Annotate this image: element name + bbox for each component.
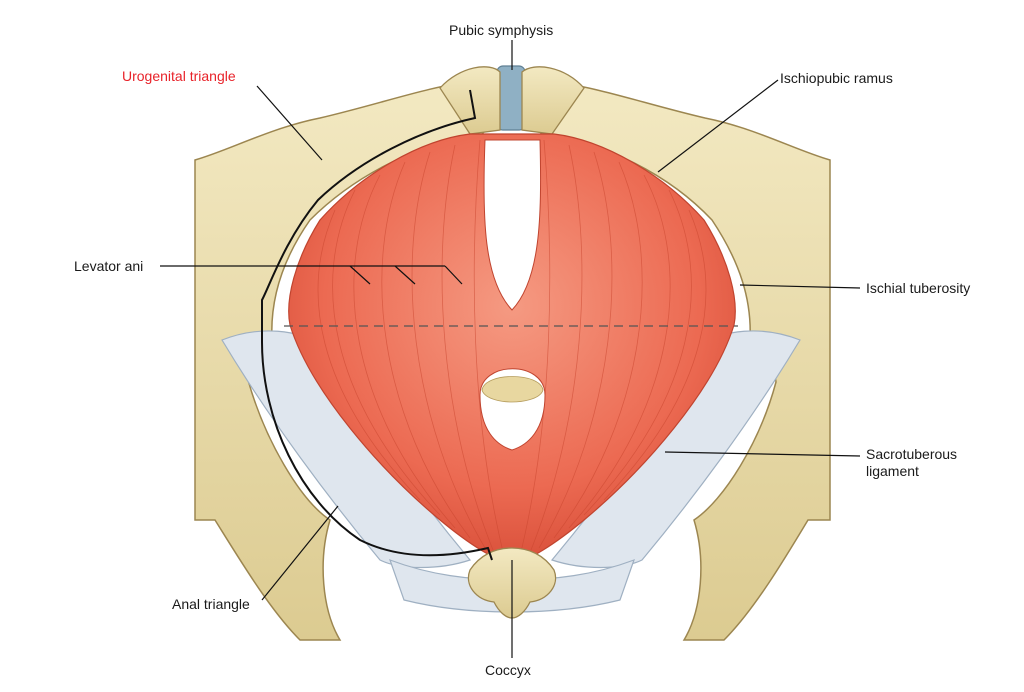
sacrotuberous-ligament-label-line1: Sacrotuberous <box>866 446 958 462</box>
pubic-symphysis-label: Pubic symphysis <box>449 22 554 38</box>
urogenital-triangle-label: Urogenital triangle <box>122 68 236 84</box>
levator-ani-label: Levator ani <box>74 258 144 274</box>
muscle-fibres <box>317 139 707 561</box>
pubic-bone-tops <box>439 66 585 135</box>
left-hip-bone <box>194 81 488 641</box>
ischial-tuberosity-label: Ischial tuberosity <box>866 280 971 296</box>
urogenital-hiatus <box>483 139 542 311</box>
coccyx-label: Coccyx <box>485 662 531 678</box>
sacrotuberous-ligament-label: Sacrotuberous ligament <box>866 446 996 480</box>
rectum-wall <box>481 376 544 403</box>
pubic-symphysis-cartilage <box>496 65 526 131</box>
anal-triangle-label: Anal triangle <box>172 596 250 612</box>
triangle-outline <box>261 89 493 561</box>
sacrotuberous-ligament-label-line2: ligament <box>866 463 919 479</box>
ischiopubic-ramus-label: Ischiopubic ramus <box>780 70 893 86</box>
leader-lines <box>160 40 861 658</box>
